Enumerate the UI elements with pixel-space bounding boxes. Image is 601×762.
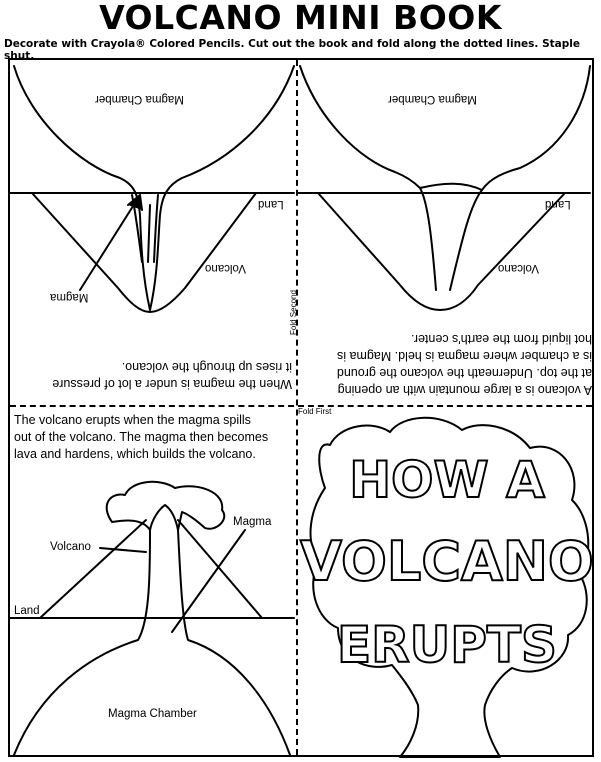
bl-text-line1: The volcano erupts when the magma spills xyxy=(14,413,251,427)
bl-text-line2: out of the volcano. The magma then becom… xyxy=(14,430,269,444)
fold-line-horizontal[interactable] xyxy=(10,405,592,407)
cover-line1: HOW A xyxy=(349,451,545,509)
tl-chamber-outline xyxy=(13,65,295,311)
book-frame xyxy=(8,58,594,757)
bl-label-land: Land xyxy=(14,605,40,617)
bl-volcano-outline xyxy=(39,519,263,619)
page-title: VOLCANO MINI BOOK xyxy=(99,0,502,37)
fold-first-label: Fold First xyxy=(298,407,332,416)
bl-lava-plume xyxy=(105,480,226,531)
bl-text-line3: lava and hardens, which builds the volca… xyxy=(14,447,256,461)
bl-label-magma-chamber: Magma Chamber xyxy=(108,708,197,720)
fold-line-vertical[interactable] xyxy=(296,60,298,755)
bl-chamber-outline xyxy=(13,529,291,756)
tr-chamber-outline xyxy=(299,65,591,191)
bl-label-magma: Magma xyxy=(233,516,272,528)
tl-magma-pointer xyxy=(79,194,141,291)
cover-cloud xyxy=(309,416,590,758)
cover-line3: ERUPTS xyxy=(337,616,557,674)
bl-magma-pointer xyxy=(171,529,246,633)
tl-volcano-outline xyxy=(31,192,257,313)
bl-label-volcano: Volcano xyxy=(50,541,91,553)
bl-volcano-pointer xyxy=(99,547,147,553)
tr-throat xyxy=(419,187,483,291)
tr-volcano-outline xyxy=(317,192,566,311)
cover-line2: VOLCANO xyxy=(300,530,594,593)
